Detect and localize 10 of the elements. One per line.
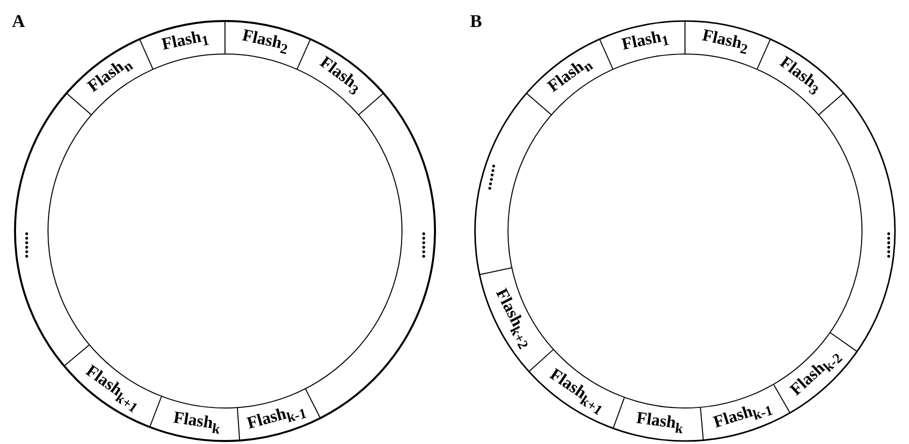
ellipsis-mark: ......	[484, 163, 508, 193]
segment-label: Flash$_{2}$	[240, 26, 290, 58]
panel-letter: B	[470, 12, 482, 30]
ellipsis-mark: ......	[22, 232, 40, 258]
segment-label: Flash$_{k}$	[634, 409, 685, 437]
segment-label: Flash$_{2}$	[700, 26, 750, 58]
ellipsis-mark: ......	[419, 232, 437, 258]
ellipsis-mark: ......	[884, 232, 902, 258]
segment-label: Flash$_{k}$	[171, 408, 222, 437]
panel-letter: A	[12, 12, 25, 30]
